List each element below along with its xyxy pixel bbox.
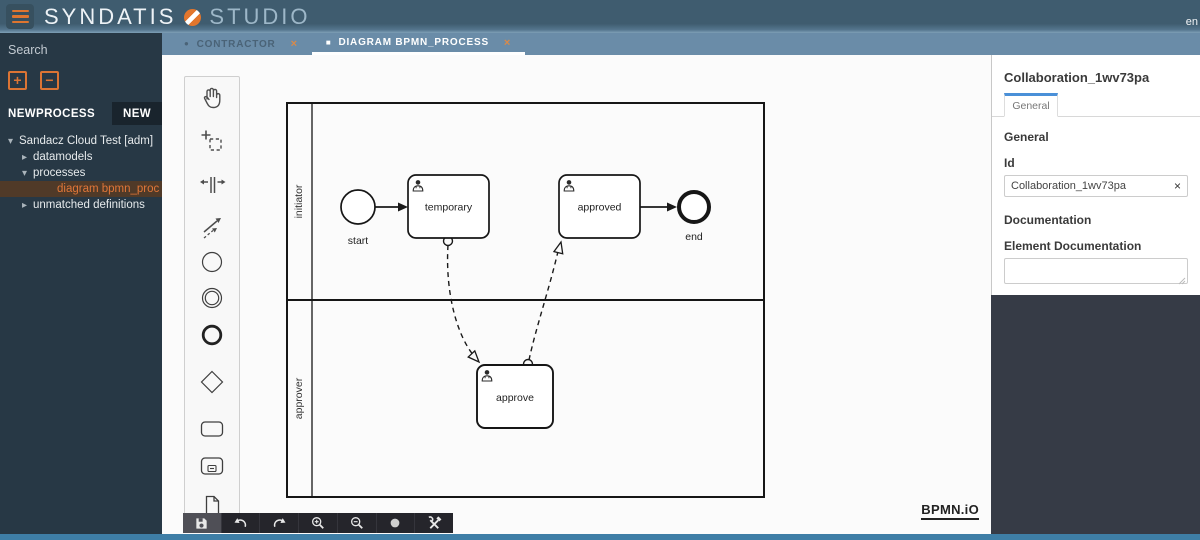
task-label: approve — [496, 392, 534, 404]
tab-contractor[interactable]: ● CONTRACTOR × — [184, 38, 298, 50]
id-label: Id — [1004, 156, 1015, 170]
hand-tool-icon[interactable] — [197, 83, 227, 113]
create-gateway-icon[interactable] — [197, 367, 227, 397]
create-end-event-icon[interactable] — [197, 320, 227, 350]
top-bar: SYNDATIS STUDIO en — [0, 0, 1200, 33]
global-connect-tool-icon[interactable] — [197, 213, 227, 243]
language-selector[interactable]: en — [1185, 16, 1198, 28]
task-label: approved — [578, 202, 622, 214]
id-field[interactable] — [1011, 180, 1170, 192]
canvas-toolbar — [183, 513, 453, 533]
sequence-arrowhead-icon — [667, 202, 677, 212]
sidebar: + − NEWPROCESS NEW ▾Sandacz Cloud Test [… — [0, 33, 162, 534]
start-event-label: start — [348, 235, 369, 247]
zoom-in-button[interactable] — [298, 513, 337, 533]
filled-circle-icon — [391, 518, 400, 528]
save-button[interactable] — [183, 513, 221, 533]
user-task-icon — [481, 370, 493, 382]
reset-view-button[interactable] — [375, 513, 415, 533]
process-group-label: NEWPROCESS — [8, 107, 96, 120]
message-flow-approve-approved[interactable] — [528, 246, 560, 361]
properties-title: Collaboration_1wv73pa — [1004, 70, 1150, 85]
settings-button[interactable] — [414, 513, 453, 533]
expand-all-button[interactable]: + — [8, 71, 27, 90]
message-arrowhead-icon — [552, 240, 564, 255]
tree-item-root[interactable]: ▾Sandacz Cloud Test [adm] — [0, 133, 162, 149]
element-documentation-label: Element Documentation — [1004, 239, 1142, 253]
task-label: temporary — [425, 202, 473, 214]
message-arrowhead-icon — [467, 349, 481, 364]
user-task-approved[interactable] — [558, 174, 641, 239]
tree-item-processes[interactable]: ▾processes — [0, 165, 162, 181]
project-tree: ▾Sandacz Cloud Test [adm] ▸datamodels ▾p… — [0, 133, 162, 213]
element-documentation-field[interactable] — [1004, 258, 1188, 284]
collapse-all-button[interactable]: − — [40, 71, 59, 90]
properties-panel: Collaboration_1wv73pa General General Id… — [991, 55, 1200, 295]
create-intermediate-event-icon[interactable] — [197, 283, 227, 313]
lane-label-initiator: initiator — [293, 184, 305, 218]
tab-diagram-bpmn-process[interactable]: ■ DIAGRAM BPMN_PROCESS × — [311, 33, 526, 55]
caret-down-icon[interactable]: ▾ — [22, 168, 28, 179]
id-field-wrap: × — [1004, 175, 1188, 197]
redo-icon — [273, 517, 286, 527]
message-flow-temporary-approve[interactable] — [446, 244, 476, 358]
caret-down-icon[interactable]: ▾ — [8, 136, 14, 147]
start-event[interactable] — [340, 189, 376, 225]
undo-button[interactable] — [220, 513, 260, 533]
properties-tab-strip: General — [992, 93, 1200, 117]
end-event[interactable] — [677, 190, 711, 224]
bottom-accent-strip — [0, 534, 1200, 540]
general-section-heading: General — [1004, 130, 1049, 144]
hamburger-menu-icon[interactable] — [6, 4, 34, 29]
tab-general[interactable]: General — [1004, 93, 1058, 117]
brand-secondary: STUDIO — [209, 4, 311, 29]
new-process-button[interactable]: NEW — [112, 102, 162, 125]
create-start-event-icon[interactable] — [197, 247, 227, 277]
syndatis-logo-icon — [184, 8, 202, 26]
close-icon[interactable]: × — [290, 38, 298, 50]
search-input[interactable] — [8, 43, 154, 57]
zoom-out-icon — [350, 517, 363, 529]
zoom-in-icon — [312, 517, 324, 529]
caret-right-icon[interactable]: ▸ — [22, 152, 28, 163]
user-task-temporary[interactable] — [407, 174, 490, 239]
user-task-icon — [563, 180, 575, 192]
sequence-arrowhead-icon — [398, 202, 408, 212]
end-event-label: end — [685, 231, 703, 243]
documentation-heading: Documentation — [1004, 213, 1092, 227]
tree-item-diagram-selected[interactable]: diagram bpmn_proc — [0, 181, 162, 197]
lasso-tool-icon[interactable] — [197, 126, 227, 156]
create-subprocess-icon[interactable] — [197, 451, 227, 481]
right-panel-background — [991, 295, 1200, 534]
bpmn-diagram: initiator approver start end temporary a… — [286, 102, 765, 498]
bpmn-palette — [184, 76, 240, 533]
caret-right-icon[interactable]: ▸ — [22, 200, 28, 211]
redo-button[interactable] — [259, 513, 298, 533]
user-task-icon — [412, 180, 424, 192]
lane-label-approver: approver — [293, 377, 305, 419]
brand-primary: SYNDATIS — [44, 4, 177, 29]
bpmn-canvas[interactable]: initiator approver start end temporary a… — [162, 55, 991, 534]
circle-icon: ● — [184, 39, 190, 48]
clear-icon[interactable]: × — [1170, 180, 1181, 192]
editor-tab-bar: ● CONTRACTOR × ■ DIAGRAM BPMN_PROCESS × — [162, 33, 1200, 55]
zoom-out-button[interactable] — [336, 513, 376, 533]
create-task-icon[interactable] — [197, 414, 227, 444]
tree-item-datamodels[interactable]: ▸datamodels — [0, 149, 162, 165]
close-icon[interactable]: × — [503, 36, 512, 49]
tree-item-unmatched-definitions[interactable]: ▸unmatched definitions — [0, 197, 162, 213]
space-tool-icon[interactable] — [197, 170, 227, 200]
brand: SYNDATIS STUDIO — [44, 2, 311, 32]
user-task-approve[interactable] — [476, 364, 554, 429]
tools-icon — [428, 515, 442, 529]
bpmn-io-watermark[interactable]: BPMN.iO — [921, 502, 979, 520]
undo-icon — [234, 517, 247, 527]
save-icon — [196, 517, 208, 529]
square-icon: ■ — [325, 37, 332, 47]
